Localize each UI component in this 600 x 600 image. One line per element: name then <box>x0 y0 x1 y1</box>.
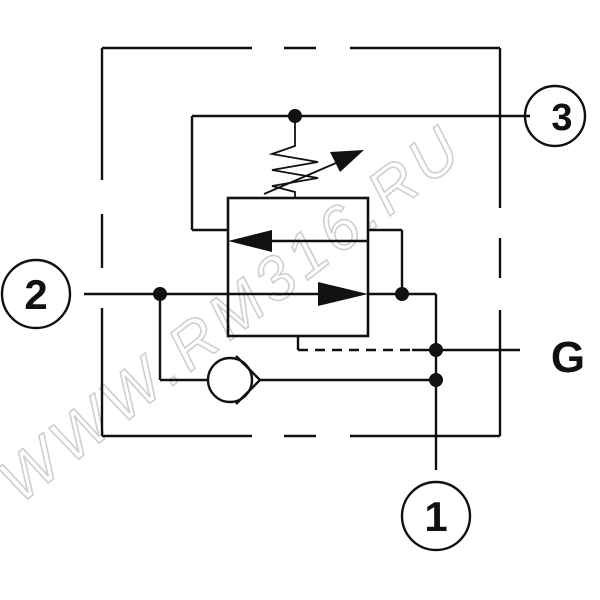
drain-line <box>296 336 520 352</box>
enclosure-boundary <box>100 46 502 438</box>
spring-symbol <box>268 116 319 198</box>
check-valve-seat <box>235 355 262 405</box>
watermark-text: WWW.RM316.RU <box>0 111 477 516</box>
port-3-label: 3 <box>551 97 572 139</box>
port-g-label: G <box>551 333 585 382</box>
port-2-label: 2 <box>24 271 47 318</box>
flow-arrow-left <box>228 230 272 252</box>
pilot-line <box>190 114 530 232</box>
port-1-label: 1 <box>424 493 447 540</box>
check-valve-branch <box>158 294 436 382</box>
flow-arrow-right <box>318 282 368 306</box>
port-1-circle <box>400 480 472 552</box>
check-valve-ball <box>206 356 254 404</box>
spring-adjust-arrowhead <box>330 150 364 172</box>
port-2-circle <box>0 258 72 330</box>
junction-dots <box>153 109 443 387</box>
port-3-circle <box>523 84 587 148</box>
